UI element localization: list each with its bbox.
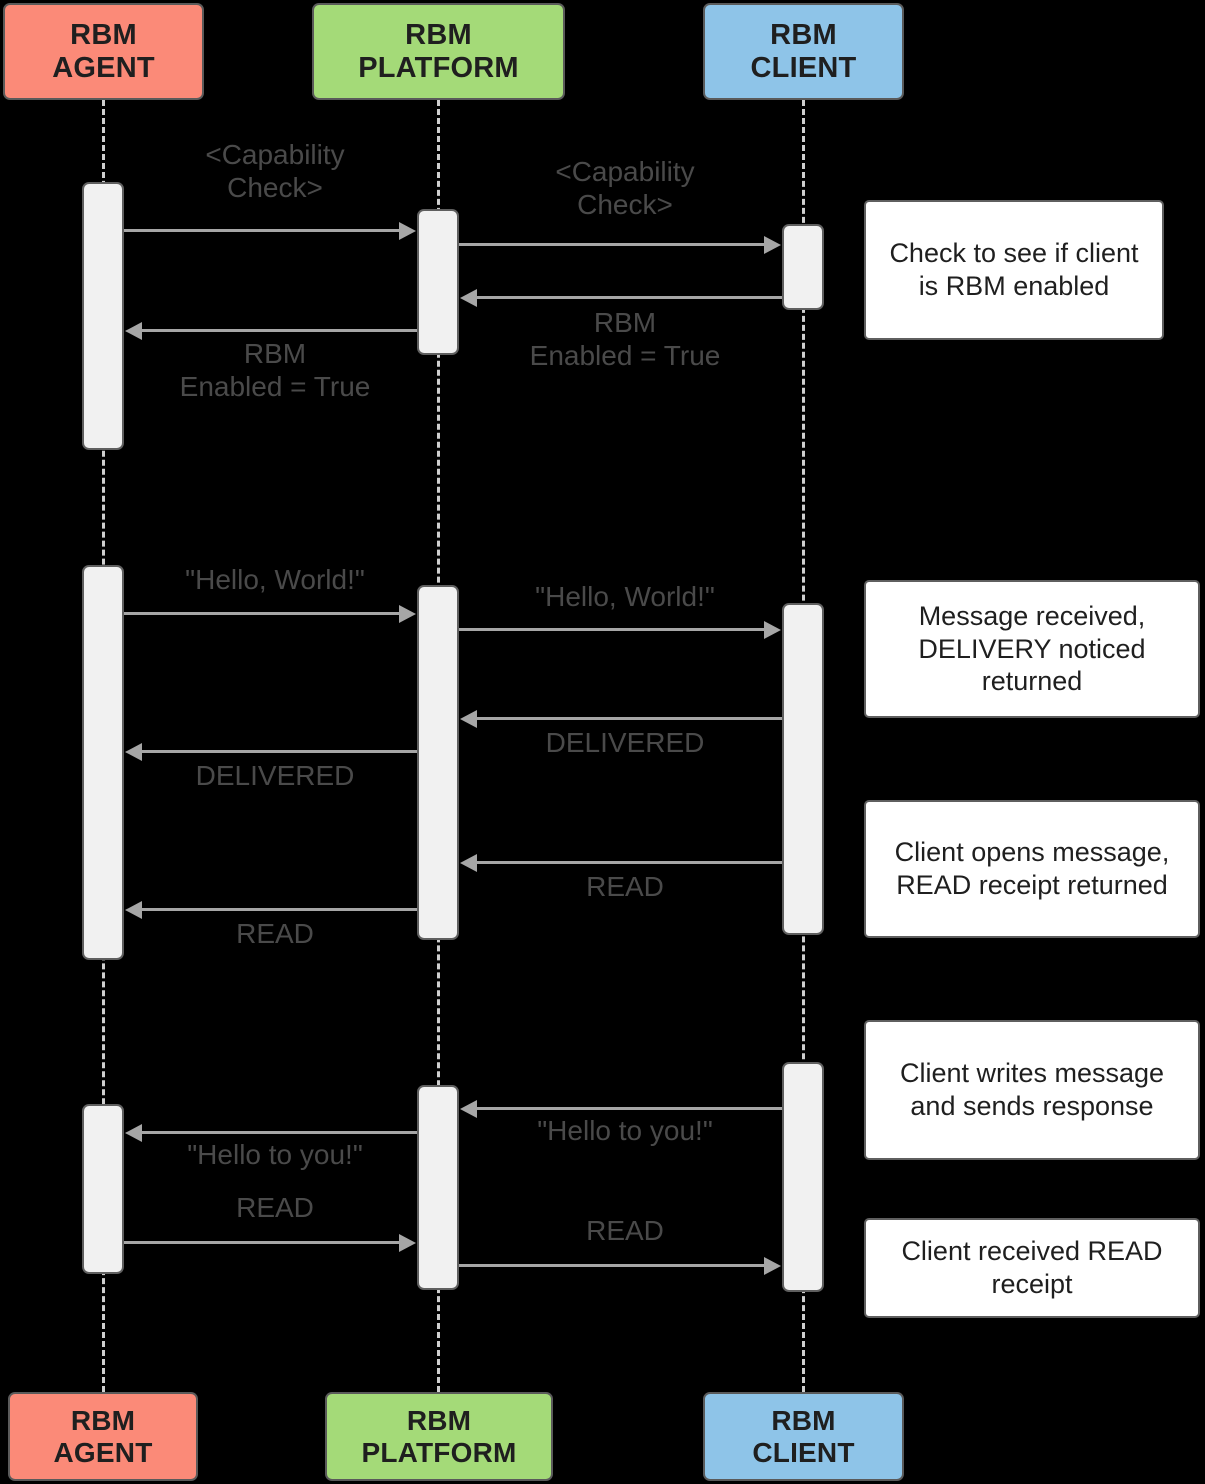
activation-client-1 — [782, 224, 824, 310]
message-arrowhead-m13 — [399, 1234, 416, 1252]
message-label-m2: <Capability Check> — [555, 156, 695, 221]
message-label-m14: READ — [586, 1215, 664, 1246]
activation-platform-1 — [417, 209, 459, 355]
message-arrowhead-m6 — [764, 621, 781, 639]
message-label-m13: READ — [236, 1192, 314, 1223]
message-line-m6 — [459, 628, 766, 631]
message-label-m3: RBM Enabled = True — [529, 307, 721, 372]
message-line-m5 — [124, 612, 401, 615]
note-client-writes-message: Client writes message and sends response — [864, 1020, 1200, 1160]
message-label-m1: <Capability Check> — [205, 139, 345, 204]
activation-agent-1 — [82, 182, 124, 450]
actor-footer-client[interactable]: RBM CLIENT — [703, 1392, 904, 1481]
message-line-m10 — [142, 908, 417, 911]
actor-header-agent-line1: RBM — [70, 19, 137, 52]
message-arrowhead-m2 — [764, 236, 781, 254]
message-line-m7 — [477, 717, 782, 720]
message-arrowhead-m1 — [399, 222, 416, 240]
actor-footer-client-line2: CLIENT — [752, 1436, 855, 1468]
message-arrowhead-m14 — [764, 1257, 781, 1275]
actor-footer-platform-line2: PLATFORM — [361, 1436, 517, 1468]
activation-platform-2 — [417, 585, 459, 940]
actor-header-agent-line2: AGENT — [52, 51, 155, 84]
activation-agent-2 — [82, 565, 124, 960]
actor-footer-client-line1: RBM — [771, 1405, 836, 1437]
message-line-m8 — [142, 750, 417, 753]
message-line-m9 — [477, 861, 782, 864]
activation-platform-3 — [417, 1085, 459, 1290]
message-arrowhead-m12 — [125, 1124, 142, 1142]
actor-header-client-line1: RBM — [770, 19, 837, 52]
note-capability-check: Check to see if client is RBM enabled — [864, 200, 1164, 340]
message-arrowhead-m11 — [460, 1100, 477, 1118]
message-arrowhead-m7 — [460, 710, 477, 728]
message-line-m2 — [459, 243, 766, 246]
message-label-m9: READ — [586, 871, 664, 902]
message-arrowhead-m5 — [399, 605, 416, 623]
message-arrowhead-m3 — [460, 289, 477, 307]
message-line-m14 — [459, 1264, 766, 1267]
message-label-m12: "Hello to you!" — [187, 1139, 363, 1170]
actor-header-platform-line1: RBM — [405, 19, 472, 52]
actor-footer-platform-line1: RBM — [406, 1405, 472, 1437]
message-label-m11: "Hello to you!" — [537, 1115, 713, 1146]
actor-header-client-line2: CLIENT — [750, 51, 857, 84]
note-client-received-read: Client received READ receipt — [864, 1218, 1200, 1318]
message-arrowhead-m9 — [460, 854, 477, 872]
message-line-m12 — [142, 1131, 417, 1134]
actor-footer-agent[interactable]: RBM AGENT — [8, 1392, 198, 1481]
activation-client-3 — [782, 1062, 824, 1292]
message-line-m13 — [124, 1241, 401, 1244]
actor-footer-agent-line2: AGENT — [53, 1436, 153, 1468]
message-label-m5: "Hello, World!" — [185, 564, 365, 595]
message-line-m4 — [142, 329, 417, 332]
message-arrowhead-m8 — [125, 743, 142, 761]
message-label-m7: DELIVERED — [545, 727, 705, 758]
message-arrowhead-m4 — [125, 322, 142, 340]
actor-footer-platform[interactable]: RBM PLATFORM — [325, 1392, 553, 1481]
message-arrowhead-m10 — [125, 901, 142, 919]
actor-footer-agent-line1: RBM — [70, 1405, 136, 1437]
actor-header-platform[interactable]: RBM PLATFORM — [312, 3, 565, 100]
message-line-m1 — [124, 229, 401, 232]
message-label-m6: "Hello, World!" — [535, 581, 715, 612]
message-line-m3 — [477, 296, 782, 299]
activation-agent-3 — [82, 1104, 124, 1274]
message-label-m8: DELIVERED — [195, 760, 355, 791]
actor-header-agent[interactable]: RBM AGENT — [3, 3, 204, 100]
note-message-received: Message received, DELIVERY noticed retur… — [864, 580, 1200, 718]
message-line-m11 — [477, 1107, 782, 1110]
note-client-opens-message: Client opens message, READ receipt retur… — [864, 800, 1200, 938]
actor-header-platform-line2: PLATFORM — [358, 51, 519, 84]
actor-header-client[interactable]: RBM CLIENT — [703, 3, 904, 100]
message-label-m10: READ — [236, 918, 314, 949]
activation-client-2 — [782, 603, 824, 935]
message-label-m4: RBM Enabled = True — [179, 338, 371, 403]
